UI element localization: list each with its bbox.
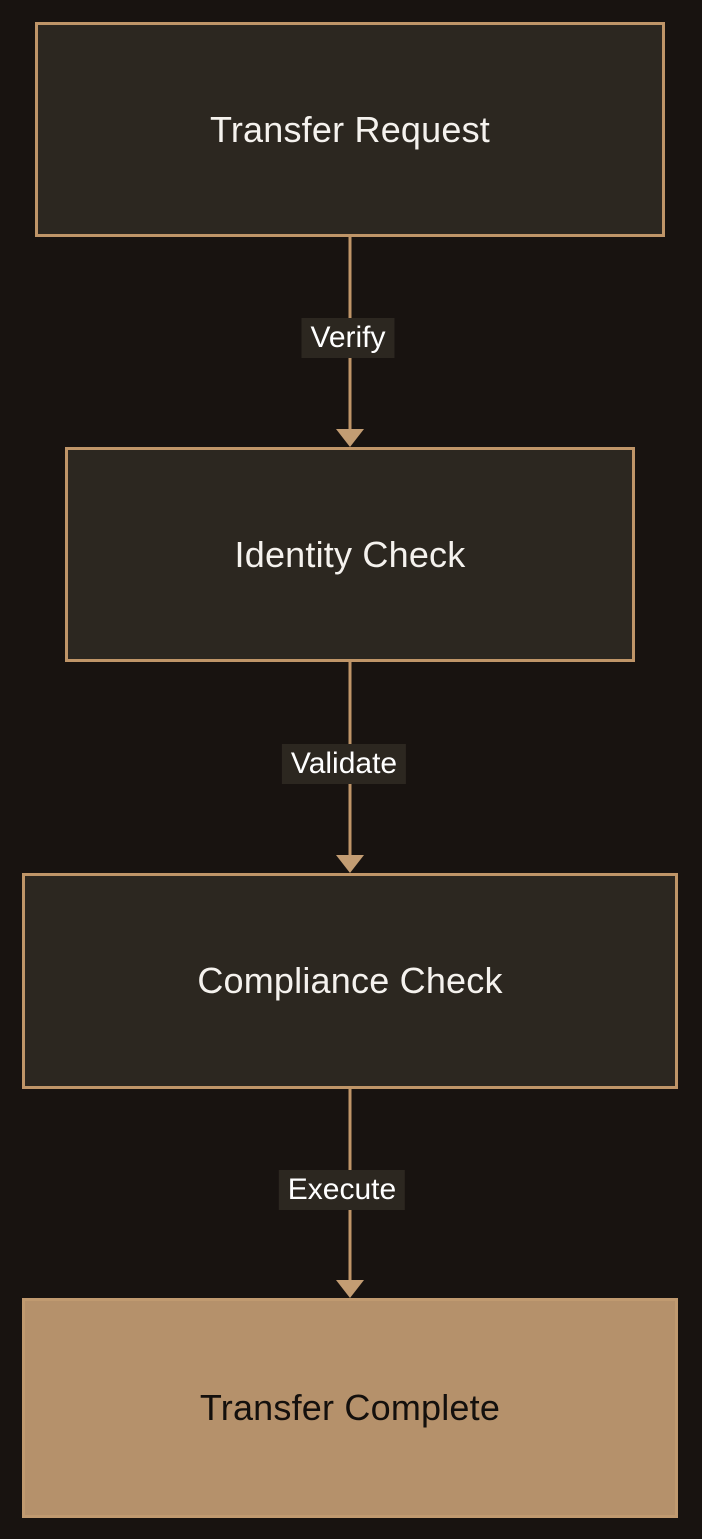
node-compliance-check[interactable]: Compliance Check bbox=[22, 873, 678, 1089]
node-transfer-request-label: Transfer Request bbox=[210, 108, 490, 150]
edge-arrowhead-validate bbox=[336, 855, 364, 873]
node-compliance-check-label: Compliance Check bbox=[197, 960, 503, 1001]
node-identity-check-label: Identity Check bbox=[234, 533, 466, 575]
node-transfer-complete-label: Transfer Complete bbox=[199, 1387, 501, 1428]
node-identity-check[interactable]: Identity Check bbox=[65, 447, 635, 662]
edge-label-verify: Verify bbox=[301, 318, 395, 358]
edge-label-execute: Execute bbox=[278, 1170, 406, 1210]
node-transfer-request[interactable]: Transfer Request bbox=[35, 22, 665, 237]
edge-arrowhead-verify bbox=[336, 429, 364, 447]
node-transfer-complete[interactable]: Transfer Complete bbox=[22, 1298, 678, 1518]
edge-arrowhead-execute bbox=[336, 1280, 364, 1298]
edge-label-validate: Validate bbox=[281, 744, 407, 784]
